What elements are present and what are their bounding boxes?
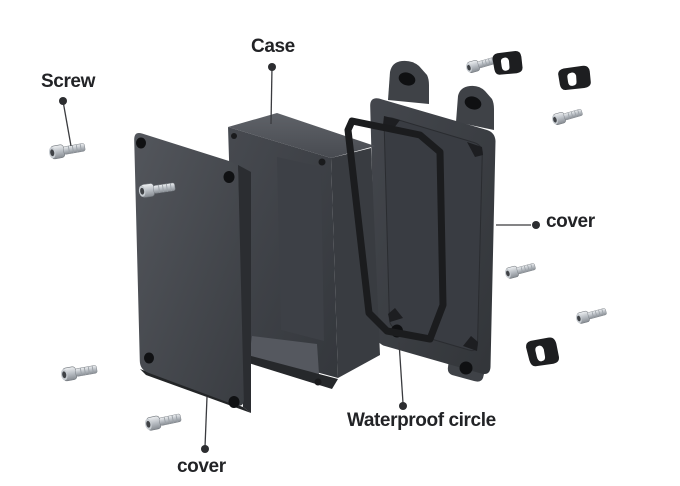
case-top-face — [228, 113, 375, 158]
leader-dot — [201, 445, 209, 453]
waterproof-gasket-ring — [344, 117, 447, 343]
front-cover-face — [134, 132, 244, 406]
leader-cover-bottom — [204, 396, 208, 448]
leader-lines — [62, 66, 531, 448]
case-right-face — [331, 148, 380, 378]
rubber-pad — [556, 62, 594, 94]
leader-dot — [59, 97, 67, 105]
front-cover-plate — [134, 132, 251, 413]
label-cover-bottom: cover — [177, 456, 226, 477]
screw — [143, 410, 183, 432]
case-corner-boss — [314, 378, 322, 386]
leader-dots — [59, 63, 540, 453]
ear-hole — [398, 72, 416, 86]
cover-screw-hole — [223, 171, 235, 183]
label-waterproof-circle: Waterproof circle — [347, 410, 496, 431]
case-bottom-edge — [236, 352, 338, 389]
back-cover-plate — [370, 60, 496, 382]
cover-screw-hole — [136, 137, 146, 149]
case-corner-boss — [318, 158, 326, 166]
case-opening — [277, 157, 324, 341]
case-floor — [249, 336, 319, 374]
leader-screw — [62, 100, 72, 147]
screw — [47, 140, 87, 161]
screw — [574, 305, 608, 325]
case-frame — [228, 113, 380, 389]
cover-screw-hole — [228, 396, 240, 408]
ear-hole — [464, 96, 482, 110]
cover-screw-hole — [144, 352, 154, 364]
rubber-pad — [490, 47, 526, 79]
panel-corner-tab — [388, 308, 403, 322]
panel-corner-tab — [467, 142, 483, 157]
leader-dot — [268, 63, 276, 71]
case-corner-boss — [231, 133, 237, 139]
screw — [59, 362, 99, 383]
screw — [550, 106, 584, 127]
front-cover-right-edge — [238, 165, 251, 413]
leader-dot — [532, 221, 540, 229]
label-screw: Screw — [41, 71, 95, 92]
rubber-pad — [523, 333, 562, 371]
back-cover-screw-hole — [459, 361, 473, 375]
label-case: Case — [251, 36, 295, 57]
leader-waterproof — [398, 341, 404, 404]
label-cover-right: cover — [546, 211, 595, 232]
leader-case — [270, 66, 273, 125]
leader-dot — [399, 402, 407, 410]
screw — [503, 260, 537, 280]
screw — [464, 54, 498, 75]
front-cover-bottom-edge — [140, 369, 251, 413]
panel-corner-tab — [463, 336, 478, 351]
